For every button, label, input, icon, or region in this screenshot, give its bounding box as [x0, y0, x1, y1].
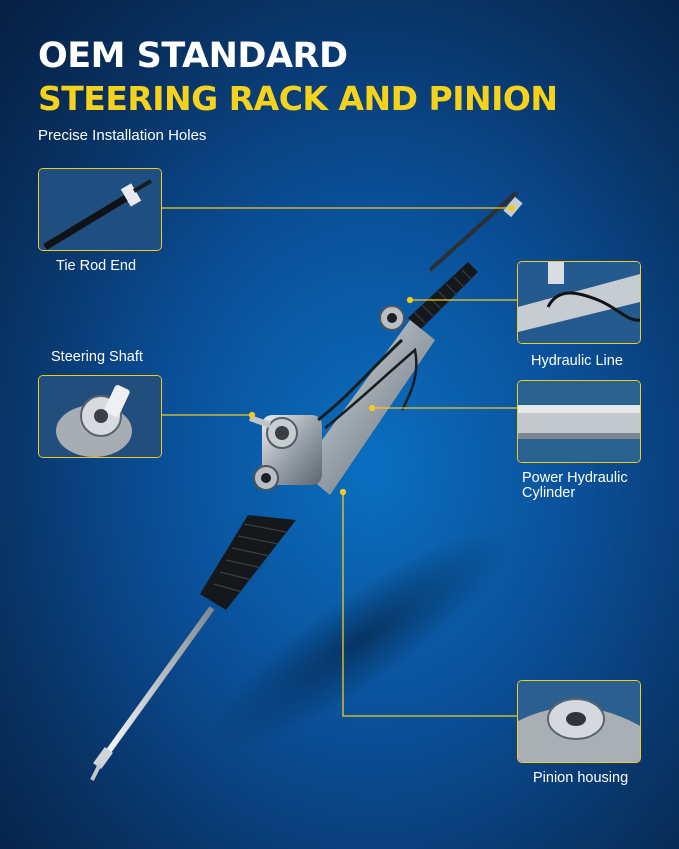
title-line-2: STEERING RACK AND PINION: [38, 79, 558, 118]
pinion-housing-inset: [517, 680, 641, 763]
title-line-1: OEM STANDARD: [38, 36, 348, 76]
hydraulic-line-2: [324, 347, 418, 429]
pinion-housing-label: Pinion housing: [533, 770, 629, 786]
upper-boot: [408, 262, 478, 330]
rack-housing: [300, 320, 435, 495]
power-cylinder-label-line1: Power Hydraulic: [522, 470, 628, 486]
steering-shaft-inset: [38, 375, 162, 458]
tie-rod-end-inset: [38, 168, 162, 251]
lower-tie-rod: [105, 606, 215, 754]
hydraulic-line-label: Hydraulic Line: [531, 353, 623, 369]
subtitle: Precise Installation Holes: [38, 127, 207, 144]
steering-shaft-label: Steering Shaft: [51, 349, 143, 365]
hydraulic-line-1: [317, 338, 404, 422]
power-cylinder-label-line2: Cylinder: [522, 485, 576, 501]
lower-boot: [200, 515, 296, 610]
floor-shadow: [210, 530, 510, 750]
leader-lines: [162, 204, 517, 717]
valve-body: [249, 415, 322, 485]
tie-rod-end-label: Tie Rod End: [56, 258, 137, 274]
power-cylinder-inset: [517, 380, 641, 463]
hydraulic-line-inset: [517, 261, 641, 344]
upper-tie-rod: [428, 190, 519, 272]
power-cylinder-label: Power Hydraulic Cylinder: [522, 471, 628, 501]
